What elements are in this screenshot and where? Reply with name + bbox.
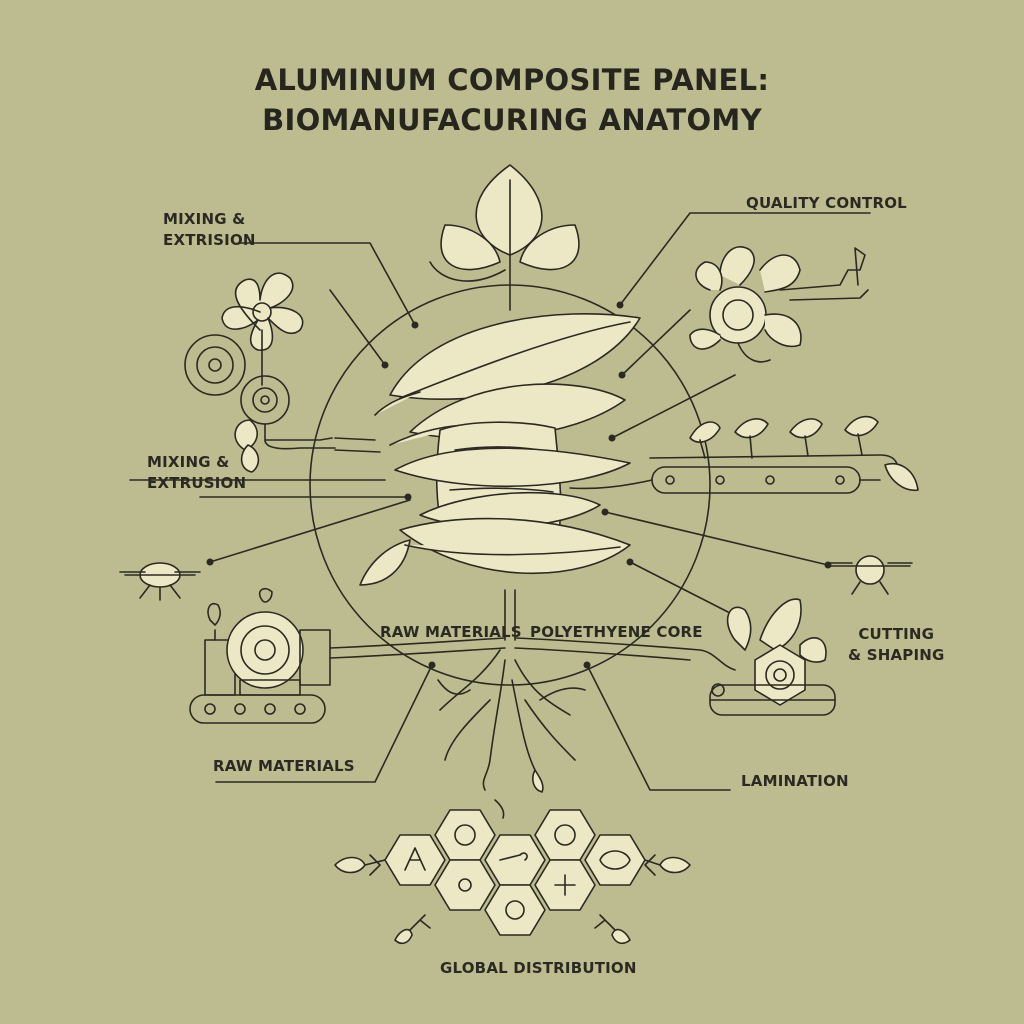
label-mixing-top-line-1: MIXING & [163,210,246,228]
title-line-2: BIOMANUFACURING ANATOMY [262,103,762,137]
side-sprigs [334,854,691,945]
label-quality-control: QUALITY CONTROL [746,194,907,212]
distribution-honeycomb [384,809,646,936]
leader-dots [206,301,832,669]
flower-gear-assembly [184,272,381,473]
quality-control-flower [689,246,869,363]
stacked-panel-layers [359,313,641,586]
drone-left [119,562,201,601]
label-mixing-top-line-2: EXTRISION [163,231,256,249]
top-plant-leaves [429,164,580,311]
root-system [329,589,736,819]
label-mixing-mid-line-1: MIXING & [147,453,230,471]
label-mixing-extrusion-mid: MIXING & EXTRUSION [147,452,246,494]
label-mixing-extrision-top: MIXING & EXTRISION [163,209,256,251]
label-cutting-line-2: & SHAPING [848,646,945,664]
drone-right [827,555,913,595]
extruder-machine [189,588,331,724]
honeycomb-icons [404,824,631,920]
label-lamination: LAMINATION [741,772,849,790]
cutting-hex-assembly [709,598,836,716]
label-polyethylene-core: POLYETHYENE CORE [530,623,703,641]
diagram-title: ALUMINUM COMPOSITE PANEL: BIOMANUFACURIN… [0,60,1024,140]
label-global-distribution: GLOBAL DISTRIBUTION [440,959,637,977]
label-mixing-mid-line-2: EXTRUSION [147,474,247,492]
conveyor-belt-right [569,415,919,494]
leader-lines [129,212,871,791]
label-raw-materials-center: RAW MATERIALS [380,623,522,641]
title-line-1: ALUMINUM COMPOSITE PANEL: [254,63,770,97]
label-raw-materials-bottom: RAW MATERIALS [213,757,355,775]
label-cutting-shaping: CUTTING & SHAPING [848,624,945,666]
label-cutting-line-1: CUTTING [858,625,935,643]
